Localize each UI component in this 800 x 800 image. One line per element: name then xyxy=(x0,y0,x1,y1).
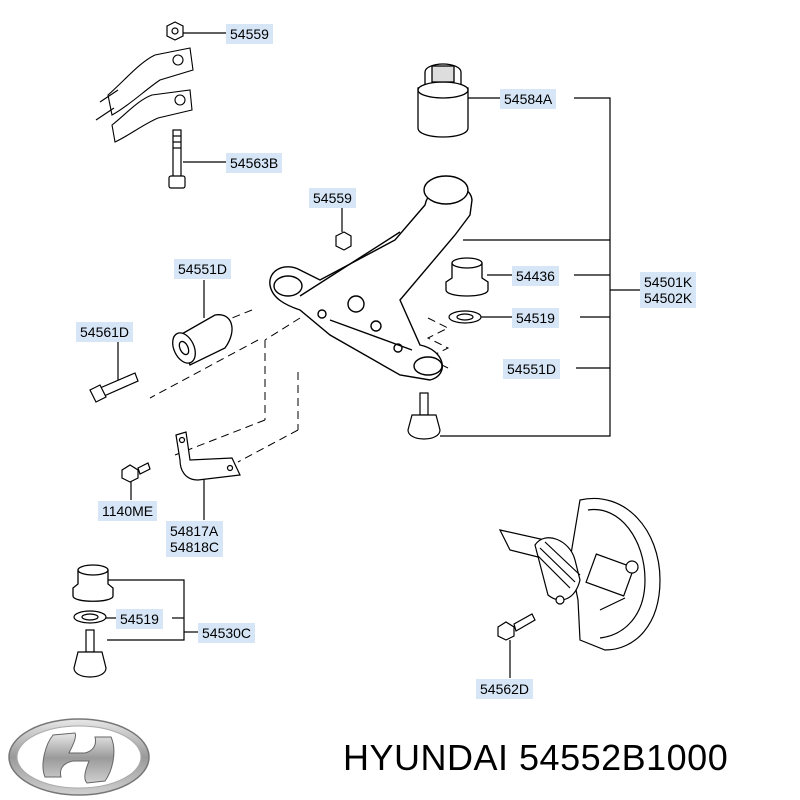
bolt-54561D xyxy=(89,372,139,403)
label-54559-top: 54559 xyxy=(226,24,273,44)
label-54436: 54436 xyxy=(512,266,559,286)
label-54561D: 54561D xyxy=(76,322,134,342)
bolt-54562D xyxy=(497,613,536,641)
label-54584A: 54584A xyxy=(500,89,557,109)
washer-54519-right xyxy=(448,310,482,324)
label-54559-mid: 54559 xyxy=(309,188,356,208)
brand-part-number: HYUNDAI 54552B1000 xyxy=(343,737,729,778)
hyundai-logo-icon xyxy=(8,718,150,796)
bracket-54530C xyxy=(107,579,185,641)
bushing-54584A xyxy=(417,63,469,138)
bracket-54817A xyxy=(175,431,241,481)
label-54519-left: 54519 xyxy=(116,609,163,629)
ball-joint-left xyxy=(73,629,107,678)
bushing-54530C-top xyxy=(72,564,114,602)
label-54551D-right: 54551D xyxy=(503,359,561,379)
bushing-54436 xyxy=(445,257,489,297)
bolt-54563B xyxy=(168,129,186,189)
washer-54519-left xyxy=(73,610,107,624)
knuckle-assembly xyxy=(498,497,661,651)
bushing-54551D-left xyxy=(172,314,233,366)
label-54817A-54818C: 54817A 54818C xyxy=(166,521,224,557)
control-arm xyxy=(269,175,473,381)
label-54563B: 54563B xyxy=(226,153,283,173)
top-bracket xyxy=(95,47,194,143)
label-1140ME: 1140ME xyxy=(98,501,158,521)
nut-54559-top xyxy=(166,21,184,41)
nut-54559-mid xyxy=(335,231,352,251)
bolt-1140ME xyxy=(121,462,151,483)
label-54519-right: 54519 xyxy=(512,308,559,328)
label-54530C: 54530C xyxy=(198,623,256,643)
ball-joint-right xyxy=(407,392,441,440)
bracket-54501K xyxy=(440,97,611,437)
label-54501K-54502K: 54501K 54502K xyxy=(640,272,697,308)
label-54551D-left: 54551D xyxy=(174,259,232,279)
label-54562D: 54562D xyxy=(476,679,534,699)
